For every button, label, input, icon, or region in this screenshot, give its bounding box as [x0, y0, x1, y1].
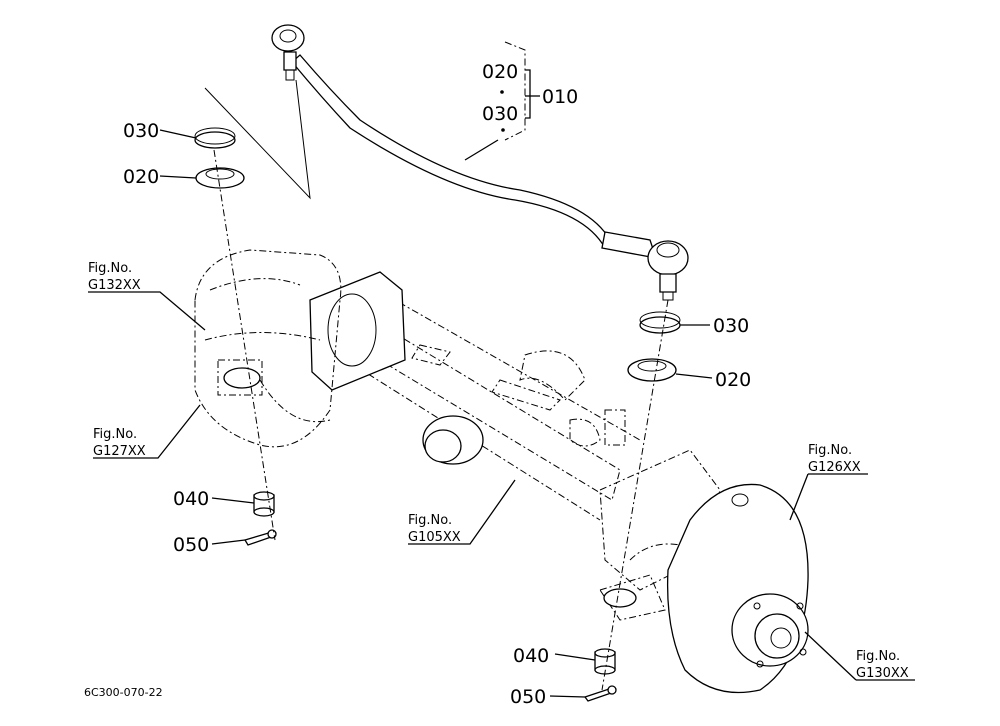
- left-kingpin-centerline: [213, 149, 276, 541]
- right-kingpin-centerline: [601, 299, 669, 691]
- fig-ref-g105-title: Fig.No.: [408, 513, 452, 528]
- left-spring-clip-030[interactable]: [194, 127, 236, 149]
- fig-ref-g130-title: Fig.No.: [856, 649, 900, 664]
- fig-ref-g127-title: Fig.No.: [93, 427, 137, 442]
- callout-010: 010: [542, 86, 578, 108]
- drawing-code: 6C300-070-22: [84, 686, 163, 699]
- right-castle-nut-040[interactable]: [594, 648, 616, 675]
- leader-lines: [88, 69, 915, 698]
- tie-rod[interactable]: [271, 24, 689, 301]
- fig-ref-g132-number: G132XX: [88, 278, 141, 293]
- callout-030-left: 030: [123, 120, 159, 142]
- right-cotter-pin-050[interactable]: [583, 685, 617, 702]
- callout-030-right: 030: [713, 315, 749, 337]
- left-dust-seal-020[interactable]: [195, 167, 245, 189]
- callout-040-left: 040: [173, 488, 209, 510]
- fig-ref-g127-number: G127XX: [93, 444, 146, 459]
- fig-ref-g126-title: Fig.No.: [808, 443, 852, 458]
- kit-dot-020: [500, 90, 504, 94]
- callout-040-right: 040: [513, 645, 549, 667]
- callout-050-left: 050: [173, 534, 209, 556]
- fig-ref-g126-number: G126XX: [808, 460, 861, 475]
- left-cotter-pin-050[interactable]: [244, 529, 277, 546]
- fig-ref-g105-number: G105XX: [408, 530, 461, 545]
- callout-020-right: 020: [715, 369, 751, 391]
- kit-bracket: [504, 41, 526, 141]
- callout-050-right: 050: [510, 686, 546, 708]
- left-steering-knuckle[interactable]: [194, 249, 342, 448]
- right-spring-clip-030[interactable]: [639, 311, 681, 334]
- callout-020-left: 020: [123, 166, 159, 188]
- callout-020-kit: 020: [482, 61, 518, 83]
- kit-dot-030: [501, 128, 505, 132]
- left-castle-nut-040[interactable]: [253, 491, 275, 517]
- cut-plane-line: [204, 79, 311, 200]
- right-brake-drum[interactable]: [666, 483, 809, 694]
- front-axle-housing[interactable]: [309, 271, 641, 521]
- fig-ref-g132-title: Fig.No.: [88, 261, 132, 276]
- callout-030-kit: 030: [482, 103, 518, 125]
- fig-ref-g130-number: G130XX: [856, 666, 909, 681]
- right-steering-knuckle[interactable]: [599, 449, 721, 621]
- right-dust-seal-020[interactable]: [627, 358, 677, 382]
